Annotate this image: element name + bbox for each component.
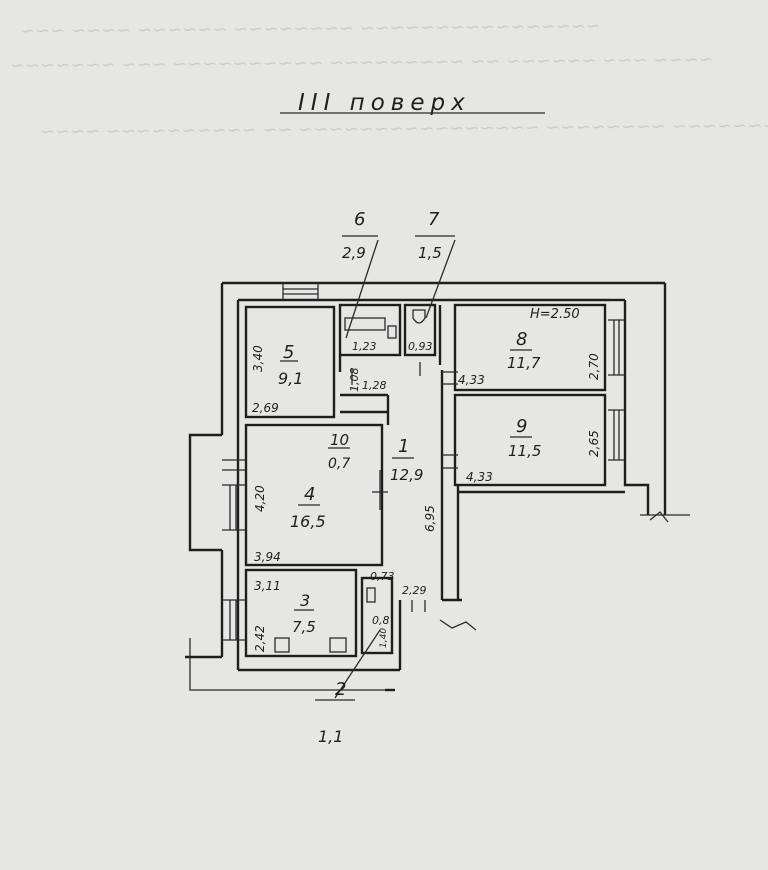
leader-lines <box>315 235 456 701</box>
room-number: 5 <box>283 342 294 363</box>
stove-icon <box>274 637 290 653</box>
dimension: 1,23 <box>352 340 377 353</box>
dimension: 1,28 <box>362 379 387 392</box>
room-number: 9 <box>516 416 527 437</box>
dimension: 4,20 <box>253 485 267 512</box>
window-right-room9 <box>608 409 625 461</box>
dimension: 2,42 <box>253 625 267 652</box>
room-area: 16,5 <box>290 512 326 531</box>
room-number: 7 <box>428 209 440 230</box>
room-area: 1,5 <box>418 244 442 262</box>
window-left-room4 <box>222 484 246 531</box>
window-right-room8 <box>608 319 625 376</box>
room-area: 2,9 <box>342 244 366 262</box>
dimension: 6,95 <box>423 505 437 532</box>
room-area: 9,1 <box>278 369 303 388</box>
room-area: 0,7 <box>328 456 350 472</box>
dimension: 0,8 <box>372 614 390 627</box>
room-number: 6 <box>354 209 365 230</box>
window-top-room5 <box>282 283 319 300</box>
room-number: 1 <box>398 436 409 457</box>
room-area: 1,1 <box>318 727 343 746</box>
room-area: 12,9 <box>390 466 423 484</box>
toilet-icon <box>412 309 426 324</box>
dimension: 3,94 <box>254 550 281 564</box>
dimension: 1,40 <box>379 628 389 648</box>
bathtub-icon <box>344 317 386 331</box>
kitchen-sink-icon <box>329 637 347 653</box>
dimension: 0,93 <box>408 340 433 353</box>
room-number: 10 <box>330 431 349 449</box>
dimension-labels: 3,40 2,69 1,23 0,93 1,08 1,28 4,20 3,94 … <box>251 340 601 652</box>
floor-title: III поверх <box>298 90 471 116</box>
dimension: 4,33 <box>458 373 485 387</box>
room-number: 8 <box>516 329 527 350</box>
dimension: 2,70 <box>587 353 601 380</box>
dimension: 2,69 <box>252 401 279 415</box>
dimension: 4,33 <box>466 470 493 484</box>
dimension: 3,40 <box>251 345 265 372</box>
radiator-icon <box>366 587 376 603</box>
room-number: 3 <box>300 591 310 610</box>
dimension: 1,08 <box>348 368 361 393</box>
room-area: 11,7 <box>507 354 541 372</box>
dimension: 0,73 <box>370 570 395 583</box>
room-number: 2 <box>335 679 346 700</box>
dimension: 3,11 <box>254 579 281 593</box>
interior-walls <box>244 303 607 658</box>
dimension: 2,29 <box>402 584 427 597</box>
dimension: 2,65 <box>587 430 601 457</box>
room-area: 7,5 <box>292 618 316 636</box>
windows <box>222 283 625 641</box>
doors <box>351 362 477 631</box>
room-area: 11,5 <box>508 442 541 460</box>
sink-icon <box>387 325 397 339</box>
window-balcony <box>222 459 246 471</box>
fixtures <box>274 309 426 653</box>
window-left-room3 <box>222 599 246 641</box>
room-number: 4 <box>304 484 315 505</box>
ceiling-height-label: Н=2.50 <box>530 307 580 322</box>
room-labels: 5 9,1 6 2,9 7 1,5 10 0,7 1 12,9 4 16,5 3… <box>278 209 580 746</box>
